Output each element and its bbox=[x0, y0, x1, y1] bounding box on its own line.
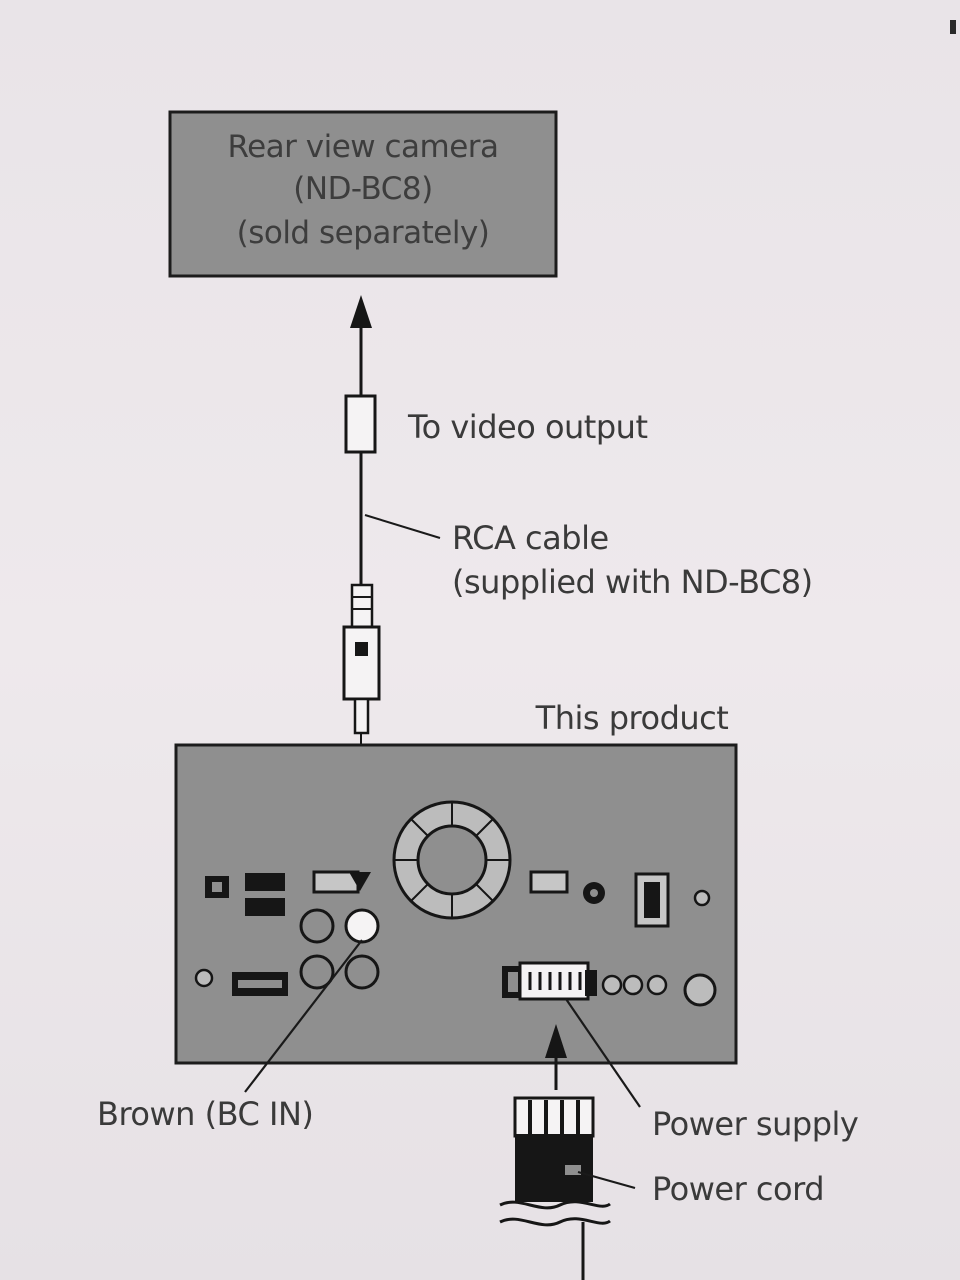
camera-label-line2: (ND-BC8) bbox=[293, 171, 432, 207]
large-jack-icon bbox=[683, 973, 717, 1007]
power-cord-label: Power cord bbox=[652, 1170, 824, 1208]
connector-icon bbox=[245, 898, 285, 916]
power-supply-label: Power supply bbox=[652, 1105, 858, 1143]
video-output-connector bbox=[344, 394, 377, 585]
this-product-label: This product bbox=[535, 699, 729, 737]
rear-view-camera-box: Rear view camera (ND-BC8) (sold separate… bbox=[168, 110, 558, 278]
rca-cable-label-line1: RCA cable bbox=[452, 519, 609, 557]
rca-jack-icon bbox=[299, 908, 335, 944]
rca-cable-label-line2: (supplied with ND-BC8) bbox=[452, 563, 813, 601]
power-supply-leader bbox=[565, 998, 641, 1108]
small-jack-icon bbox=[646, 974, 668, 996]
connector-icon bbox=[245, 873, 285, 891]
brown-bc-in-label: Brown (BC IN) bbox=[97, 1095, 313, 1133]
bc-in-leader bbox=[244, 939, 363, 1093]
product-back-panel bbox=[174, 743, 738, 1065]
small-jack-icon bbox=[601, 974, 623, 996]
arrow-to-power-supply bbox=[545, 1024, 567, 1058]
rca-jack-icon bbox=[344, 954, 380, 990]
camera-label-line3: (sold separately) bbox=[237, 215, 490, 251]
small-jack-icon bbox=[194, 968, 214, 988]
power-cord-leader bbox=[577, 1170, 636, 1190]
rca-jack-icon bbox=[299, 954, 335, 990]
video-output-label: To video output bbox=[407, 408, 647, 446]
camera-label-line1: Rear view camera bbox=[227, 129, 498, 165]
small-jack-icon bbox=[693, 889, 711, 907]
rca-cable-leader bbox=[364, 514, 441, 539]
arrow-to-camera bbox=[350, 295, 372, 395]
bc-in-jack-icon bbox=[344, 908, 380, 944]
rca-plug bbox=[342, 583, 381, 880]
page-edge-mark bbox=[950, 20, 956, 34]
small-jack-icon bbox=[622, 974, 644, 996]
power-cord-assembly bbox=[499, 1024, 611, 1280]
cooling-fan-icon bbox=[392, 800, 512, 920]
connector-icon bbox=[529, 870, 569, 894]
